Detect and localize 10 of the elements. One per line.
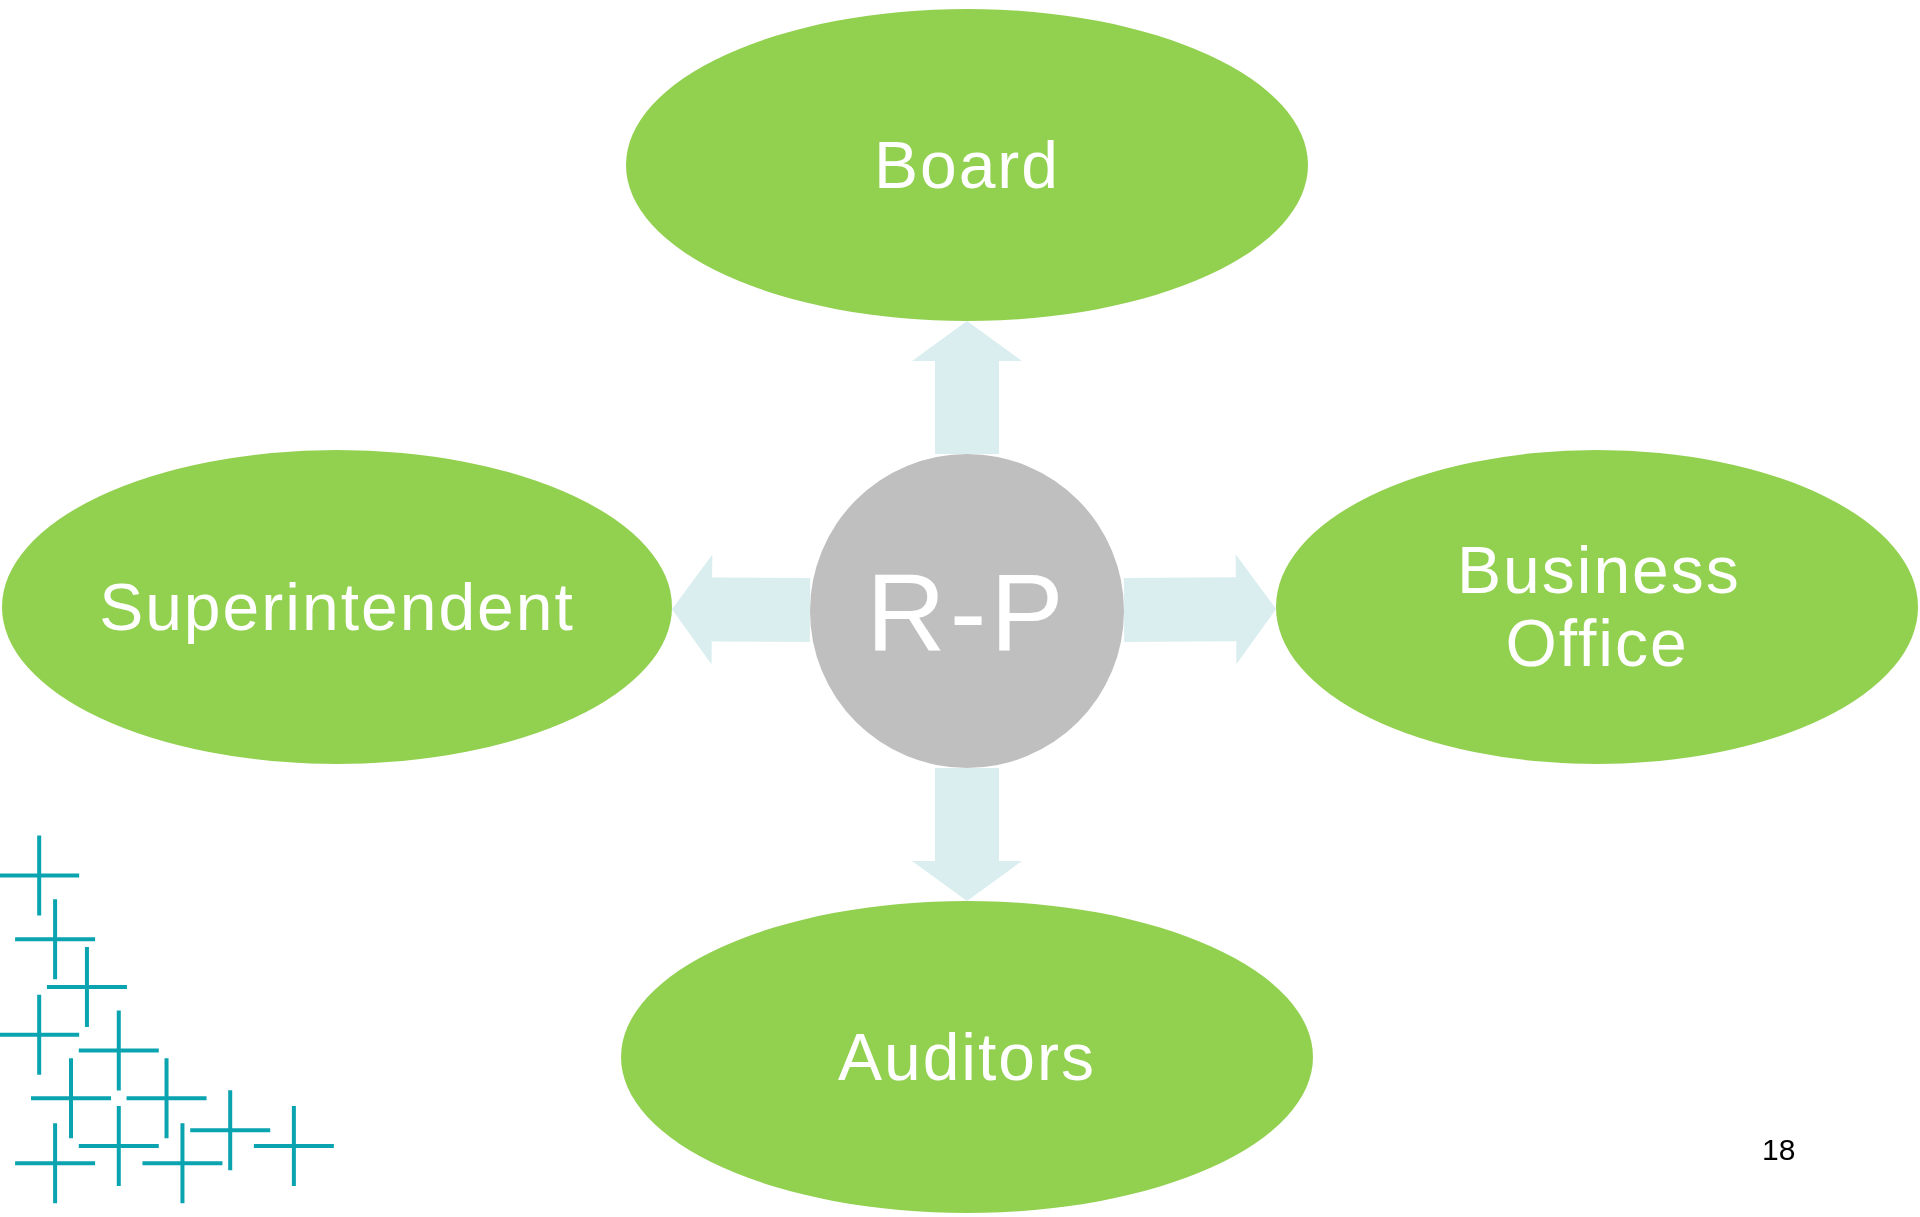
- block-arrow: [912, 768, 1022, 901]
- block-arrow: [1123, 554, 1277, 665]
- node-label: Board: [873, 128, 1061, 202]
- node-label: R-P: [866, 550, 1068, 672]
- block-arrow: [671, 554, 811, 665]
- page-number: 18: [1762, 1133, 1796, 1167]
- node-label: Auditors: [837, 1020, 1097, 1094]
- block-arrow: [912, 321, 1022, 454]
- node-label: Superintendent: [99, 570, 575, 644]
- node-label: Business Office: [1457, 534, 1737, 680]
